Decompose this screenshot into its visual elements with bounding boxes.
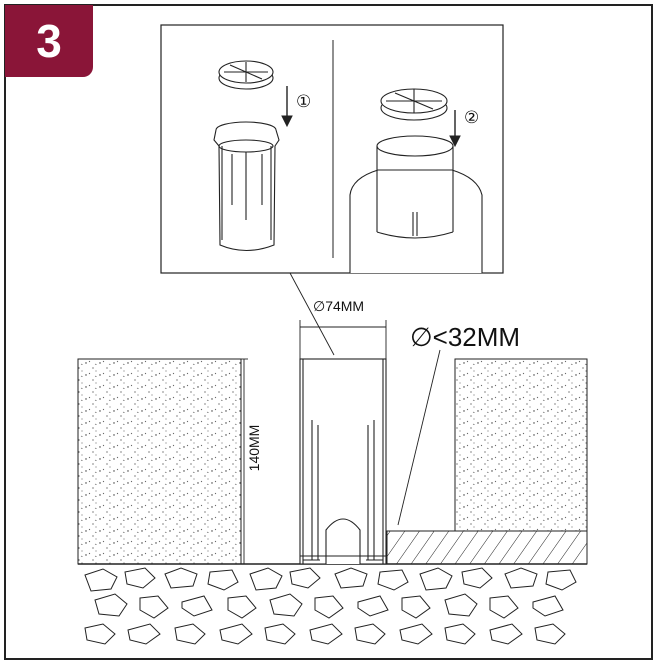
cap-diameter-label: ∅74MM: [313, 298, 365, 314]
depth-label: 140MM: [246, 424, 262, 472]
step-1-marker: ①: [296, 92, 312, 111]
dimension-32-leader: [397, 349, 441, 526]
arrow-down-icon: [449, 110, 461, 148]
dimension-140: [241, 358, 248, 565]
cap-small: [218, 60, 274, 90]
sleeve-small: [213, 121, 280, 252]
outer-border: [4, 4, 653, 660]
gravel-base: [78, 563, 587, 645]
step-number: 3: [36, 15, 62, 67]
sleeve-installed: [299, 358, 387, 565]
step-2-marker: ②: [464, 108, 480, 127]
concrete-right: [454, 358, 588, 532]
hole-diameter-label: ∅<32MM: [410, 322, 521, 352]
post-large: [349, 135, 483, 273]
dimension-74: [289, 272, 387, 359]
cap-large: [380, 88, 448, 121]
arrow-down-icon: [281, 86, 293, 128]
step-badge: 3: [5, 5, 93, 77]
hatched-slab: [386, 530, 588, 565]
concrete-left: [77, 358, 242, 565]
